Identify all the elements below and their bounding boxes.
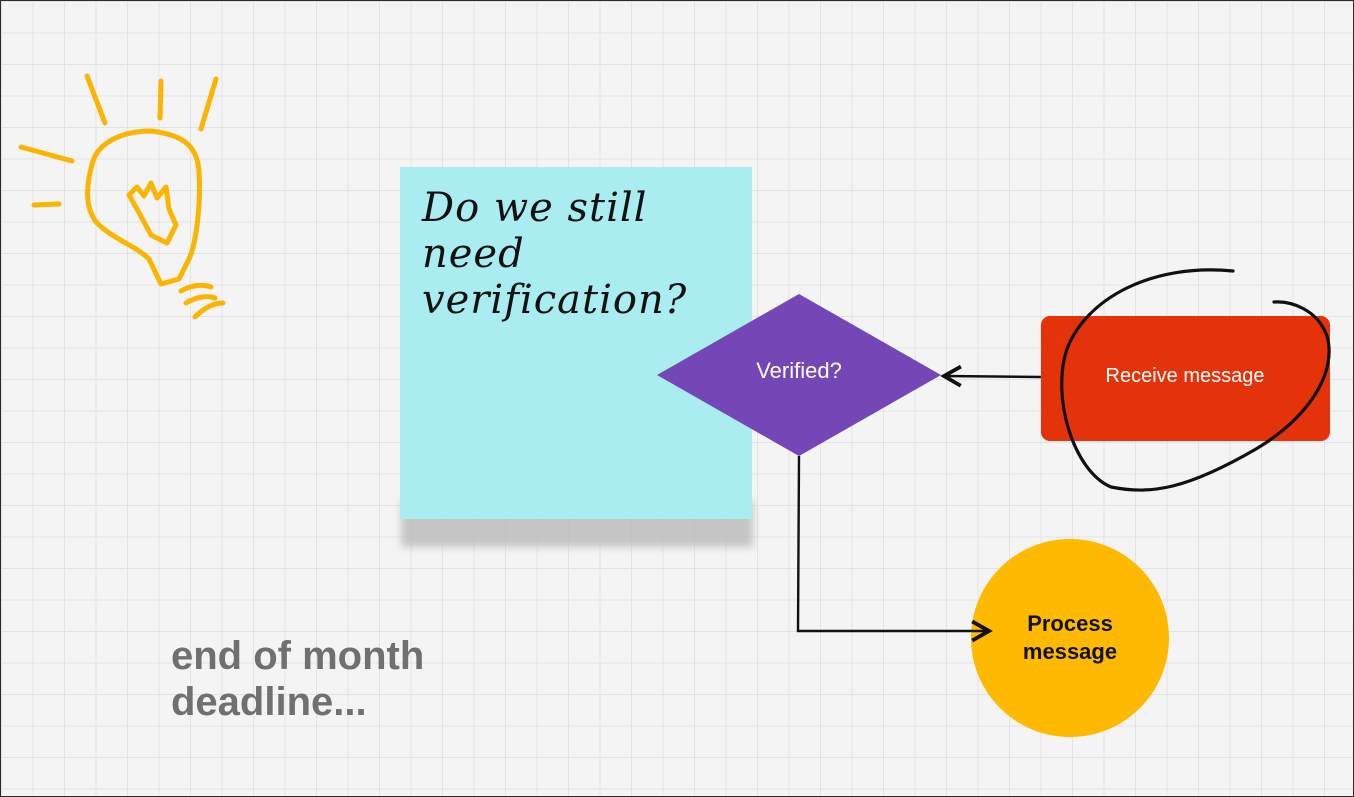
process-message-label-line-2: message <box>1022 639 1118 664</box>
light-ray-far-left <box>18 144 75 164</box>
bulb-base-line-2 <box>183 294 218 306</box>
receive-message-box[interactable] <box>1041 316 1330 441</box>
sticky-line-3: verification? <box>422 277 688 323</box>
bulb-filament <box>126 180 179 246</box>
bulb-outline <box>85 128 202 287</box>
sticky-line-1: Do we still <box>422 185 648 231</box>
connector-receive-to-verified[interactable] <box>940 364 1042 388</box>
scribble-circle-annotation[interactable] <box>1060 268 1331 492</box>
deadline-note-line-1: end of month <box>171 634 425 678</box>
process-message-label: Process message <box>971 610 1169 666</box>
deadline-note-line-2: deadline... <box>171 680 367 724</box>
decision-label: Verified? <box>756 358 842 383</box>
process-message-circle[interactable] <box>971 539 1169 737</box>
bulb-base-line-1 <box>178 282 214 294</box>
deadline-note[interactable]: end of month deadline... <box>171 633 501 725</box>
light-ray-left <box>84 73 108 126</box>
sticky-note[interactable]: Do we still need verification? <box>400 167 752 519</box>
light-ray-top <box>157 78 164 121</box>
receive-message-label: Receive message <box>1105 365 1265 387</box>
decision-diamond[interactable] <box>657 294 941 456</box>
light-ray-right <box>198 76 219 132</box>
sticky-line-2: need <box>422 231 525 277</box>
sticky-note-text: Do we still need verification? <box>422 185 732 323</box>
bulb-base-line-3 <box>192 300 226 320</box>
process-message-label-line-1: Process <box>1027 611 1113 636</box>
connector-verified-to-process[interactable] <box>796 455 993 643</box>
light-ray-low-left <box>31 201 62 208</box>
